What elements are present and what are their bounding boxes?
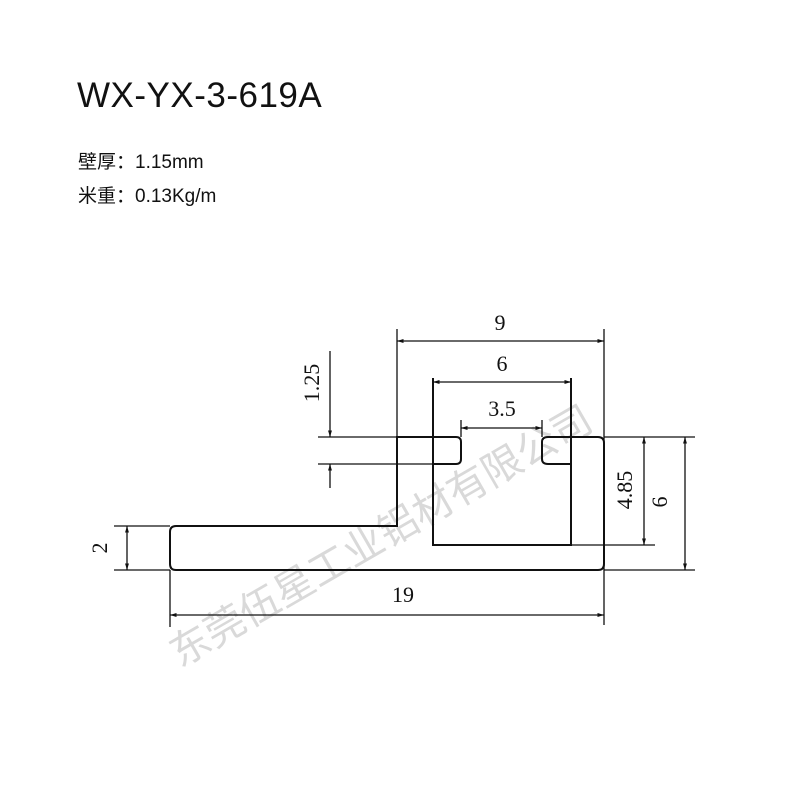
profile-model-title: WX-YX-3-619A <box>77 76 323 115</box>
watermark-text: 东莞伍星工业铝材有限公司 <box>162 397 601 677</box>
dim-top-width: 9 <box>495 310 506 335</box>
dimension-lines <box>114 329 695 627</box>
dim-slot-opening: 3.5 <box>488 396 516 421</box>
dim-total-width: 19 <box>392 582 414 607</box>
weight-per-meter-spec: 米重：0.13Kg/m <box>78 186 217 207</box>
dim-inner-width: 6 <box>497 351 508 376</box>
dim-flange-thickness: 1.25 <box>299 364 324 403</box>
dim-total-height: 6 <box>647 497 672 508</box>
dim-inner-depth: 4.85 <box>612 471 637 510</box>
dim-base-thickness: 2 <box>87 543 112 554</box>
wall-thickness-spec: 壁厚：1.15mm <box>78 152 204 173</box>
